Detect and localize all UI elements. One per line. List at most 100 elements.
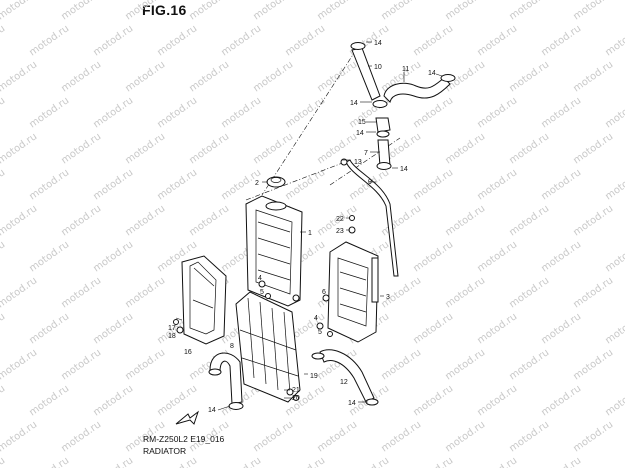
watermark-text: motod.ru: [283, 23, 327, 58]
watermark-text: motod.ru: [0, 383, 7, 418]
watermark-text: motod.ru: [411, 95, 455, 130]
watermark-text: motod.ru: [0, 311, 7, 346]
watermark-text: motod.ru: [0, 239, 7, 274]
lower-hose-left: [208, 352, 244, 410]
callout-label: 18: [168, 333, 176, 340]
radiator-shroud: [181, 255, 227, 345]
callout-label: 20: [292, 395, 300, 402]
watermark-text: motod.ru: [283, 167, 327, 202]
watermark-text: motod.ru: [443, 347, 487, 382]
callout-label: 5: [260, 289, 264, 296]
watermark-text: motod.ru: [603, 311, 625, 346]
watermark-text: motod.ru: [315, 0, 359, 22]
overflow-hose: [345, 159, 399, 277]
watermark-text: motod.ru: [155, 383, 199, 418]
watermark-text: motod.ru: [475, 95, 519, 130]
watermark-text: motod.ru: [507, 131, 551, 166]
watermark-text: motod.ru: [155, 23, 199, 58]
callout-label: 14: [348, 400, 356, 407]
watermark-text: motod.ru: [443, 131, 487, 166]
watermark-text: motod.ru: [59, 347, 103, 382]
watermark-text: motod.ru: [443, 275, 487, 310]
watermark-text: motod.ru: [0, 95, 7, 130]
watermark-text: motod.ru: [0, 455, 7, 468]
watermark-text: motod.ru: [475, 383, 519, 418]
watermark-text: motod.ru: [603, 167, 625, 202]
watermark-text: motod.ru: [379, 347, 423, 382]
callout-label: 14: [356, 130, 364, 137]
radiator-left: [245, 195, 303, 307]
callout-label: 9: [368, 179, 372, 186]
watermark-text: motod.ru: [0, 23, 7, 58]
watermark-text: motod.ru: [571, 419, 615, 454]
watermark-text: motod.ru: [123, 203, 167, 238]
watermark-text: motod.ru: [155, 455, 199, 468]
watermark-text: motod.ru: [91, 311, 135, 346]
watermark-text: motod.ru: [475, 167, 519, 202]
callout-label: 12: [340, 379, 348, 386]
callout-label: 16: [184, 349, 192, 356]
callout-label: 13: [354, 159, 362, 166]
watermark-text: motod.ru: [27, 383, 71, 418]
watermark-text: motod.ru: [379, 275, 423, 310]
callout-labels: 14 10 11 14 14 15 14 7 14 13 9 2 1 22 23…: [168, 40, 436, 414]
watermark-text: motod.ru: [283, 95, 327, 130]
watermark-text: motod.ru: [571, 203, 615, 238]
watermark-text: motod.ru: [411, 167, 455, 202]
watermark-text: motod.ru: [603, 455, 625, 468]
callout-leaders: [175, 41, 443, 411]
watermark-text: motod.ru: [59, 0, 103, 22]
radiator-cap: [266, 176, 286, 188]
callout-label: 11: [402, 66, 409, 73]
watermark-text: motod.ru: [91, 383, 135, 418]
watermark-text: motod.ru: [507, 203, 551, 238]
watermark-text: motod.ru: [283, 455, 327, 468]
watermark-text: motod.ru: [155, 167, 199, 202]
watermark-text: motod.ru: [507, 0, 551, 22]
watermark-text: motod.ru: [443, 203, 487, 238]
callout-label: 21: [292, 387, 300, 394]
callout-label: 4: [314, 315, 318, 322]
radiator-right: [327, 241, 379, 343]
callout-label: 14: [400, 166, 408, 173]
watermark-text: motod.ru: [187, 59, 231, 94]
watermark-text: motod.ru: [0, 275, 39, 310]
watermark-text: motod.ru: [123, 347, 167, 382]
watermark-text: motod.ru: [411, 23, 455, 58]
watermark-text: motod.ru: [315, 419, 359, 454]
watermark-text: motod.ru: [411, 311, 455, 346]
watermark-text: motod.ru: [59, 419, 103, 454]
watermark-text: motod.ru: [27, 23, 71, 58]
watermark-text: motod.ru: [187, 0, 231, 22]
watermark-text: motod.ru: [91, 95, 135, 130]
callout-label: 22: [336, 216, 344, 223]
radiator-guard: [235, 291, 301, 403]
watermark-text: motod.ru: [0, 59, 39, 94]
watermark-text: motod.ru: [155, 95, 199, 130]
watermark-text: motod.ru: [571, 275, 615, 310]
watermark-text: motod.ru: [411, 383, 455, 418]
watermark-text: motod.ru: [379, 0, 423, 22]
watermark-text: motod.ru: [59, 131, 103, 166]
callout-label: 14: [428, 70, 436, 77]
watermark-text: motod.ru: [539, 239, 583, 274]
watermark-text: motod.ru: [507, 59, 551, 94]
watermark-text: motod.ru: [347, 455, 391, 468]
watermark-text: motod.ru: [475, 455, 519, 468]
callout-label: 14: [208, 407, 216, 414]
watermark-text: motod.ru: [539, 167, 583, 202]
callout-label: 2: [255, 180, 259, 187]
watermark-text: motod.ru: [411, 239, 455, 274]
watermark-text: motod.ru: [91, 23, 135, 58]
figure-title: FIG.16: [142, 2, 187, 18]
watermark-text: motod.ru: [0, 131, 39, 166]
callout-label: 5: [318, 329, 322, 336]
watermark-text: motod.ru: [219, 23, 263, 58]
watermark-text: motod.ru: [315, 131, 359, 166]
watermark-text: motod.ru: [507, 275, 551, 310]
watermark-text: motod.ru: [27, 167, 71, 202]
callout-label: 3: [386, 294, 390, 301]
